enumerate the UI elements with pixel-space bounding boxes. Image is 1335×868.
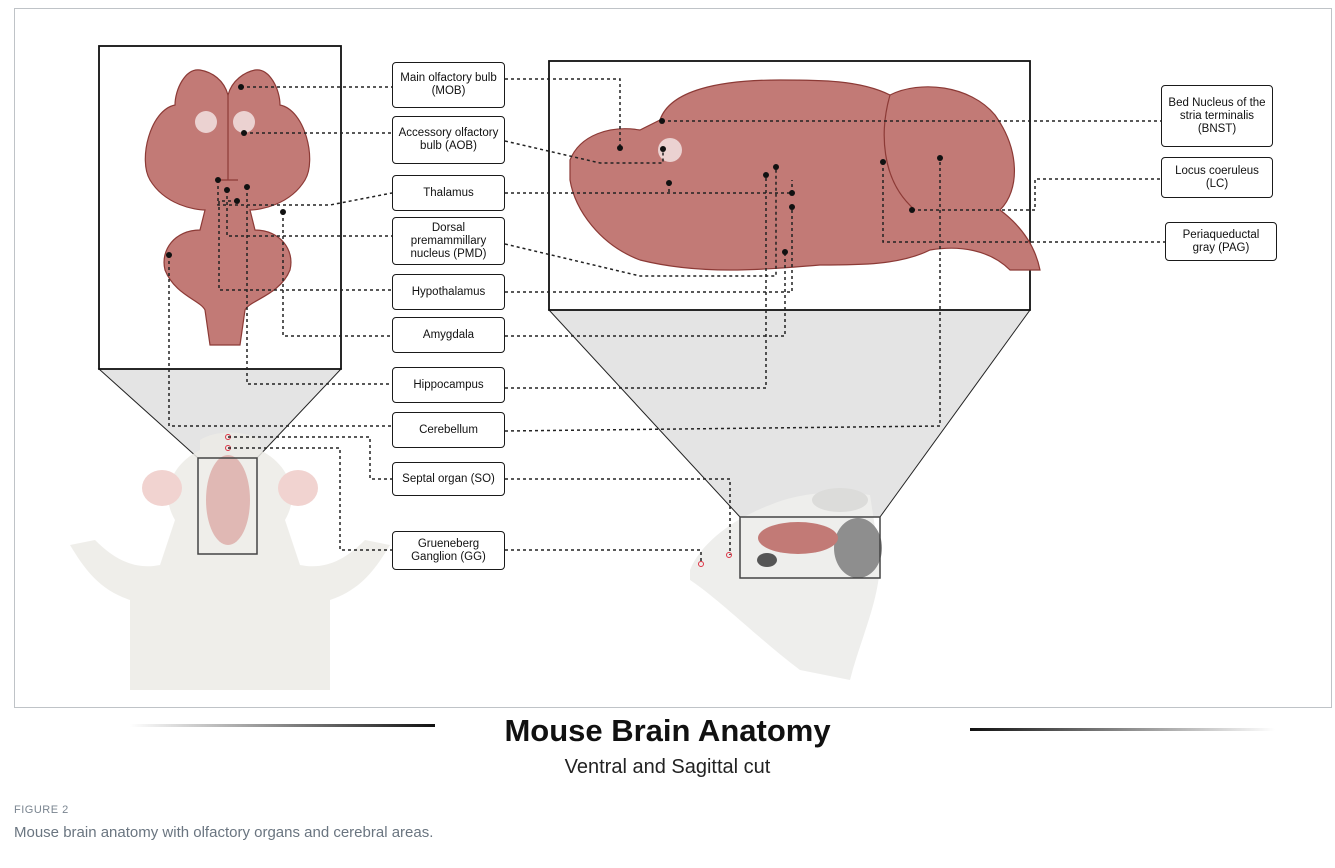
label-hypothalamus: Hypothalamus	[392, 274, 505, 310]
label-dorsal-premammillary-nucleus: Dorsal premammillary nucleus (PMD)	[392, 217, 505, 265]
label-bed-nucleus-stria-terminalis: Bed Nucleus of the stria terminalis (BNS…	[1161, 85, 1273, 147]
figure-subtitle: Ventral and Sagittal cut	[0, 756, 1335, 779]
right-zoom-funnel	[549, 310, 1030, 517]
figure-title: Mouse Brain Anatomy	[0, 713, 1335, 749]
label-locus-coeruleus: Locus coeruleus (LC)	[1161, 157, 1273, 198]
label-amygdala: Amygdala	[392, 317, 505, 353]
label-grueneberg-ganglion: Grueneberg Ganglion (GG)	[392, 531, 505, 570]
label-periaqueductal-gray: Periaqueductal gray (PAG)	[1165, 222, 1277, 261]
mouse-sagittal-illustration	[690, 488, 882, 680]
label-main-olfactory-bulb: Main olfactory bulb (MOB)	[392, 62, 505, 108]
label-accessory-olfactory-bulb: Accessory olfactory bulb (AOB)	[392, 116, 505, 164]
figure-caption: Mouse brain anatomy with olfactory organ…	[14, 824, 433, 841]
figure-number: FIGURE 2	[14, 804, 69, 816]
mouse-ventral-illustration	[70, 433, 390, 691]
label-cerebellum: Cerebellum	[392, 412, 505, 448]
label-hippocampus: Hippocampus	[392, 367, 505, 403]
label-septal-organ: Septal organ (SO)	[392, 462, 505, 496]
label-thalamus: Thalamus	[392, 175, 505, 211]
